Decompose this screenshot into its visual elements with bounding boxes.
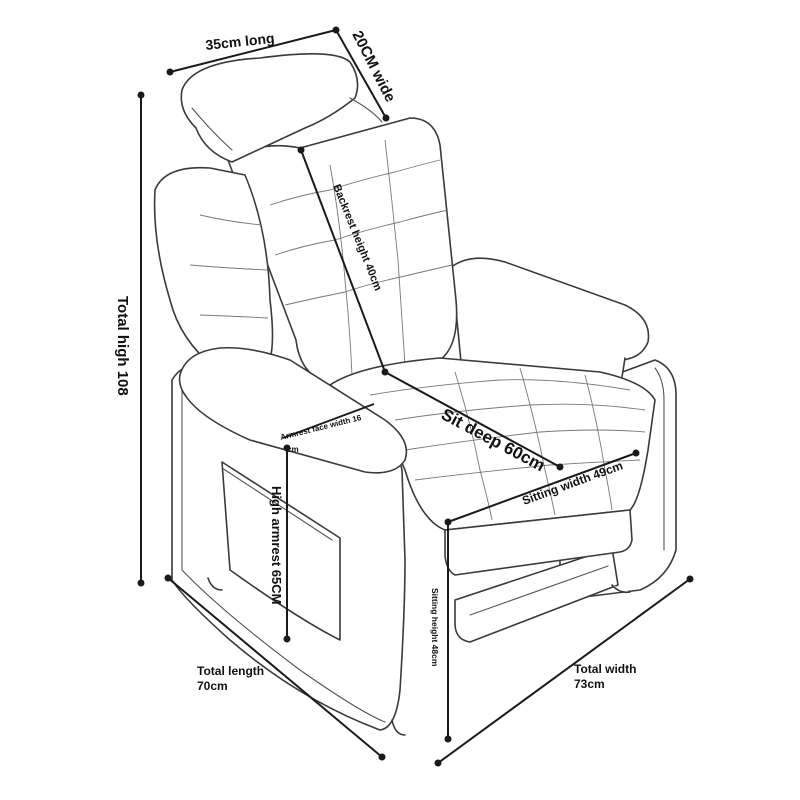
head-width-line bbox=[335, 29, 387, 119]
recliner-chair-drawing bbox=[153, 53, 677, 736]
sitting-width-line bbox=[447, 452, 637, 523]
total-width-label-line2: 73cm bbox=[574, 677, 605, 691]
total-length-label-line1: Total length bbox=[197, 664, 264, 678]
armrest-face-width-label-line2: cm bbox=[287, 445, 299, 454]
armrest-face-width-line bbox=[282, 403, 375, 439]
dimension-lines bbox=[137, 26, 694, 767]
total-high-label: Total high 108 bbox=[114, 296, 131, 396]
total-length-line bbox=[167, 577, 383, 758]
head-length-label: 35cm long bbox=[205, 30, 276, 53]
head-length-line bbox=[169, 29, 337, 73]
total-width-line bbox=[437, 578, 691, 764]
sit-deep-line bbox=[384, 371, 561, 468]
sitting-height-label: Sitting height 48cm bbox=[430, 588, 440, 667]
high-armrest-label: High armrest 65CM bbox=[269, 486, 284, 604]
backrest-height-line bbox=[300, 149, 386, 373]
total-width-label-line1: Total width bbox=[574, 662, 636, 676]
total-length-label-line2: 70cm bbox=[197, 679, 228, 693]
